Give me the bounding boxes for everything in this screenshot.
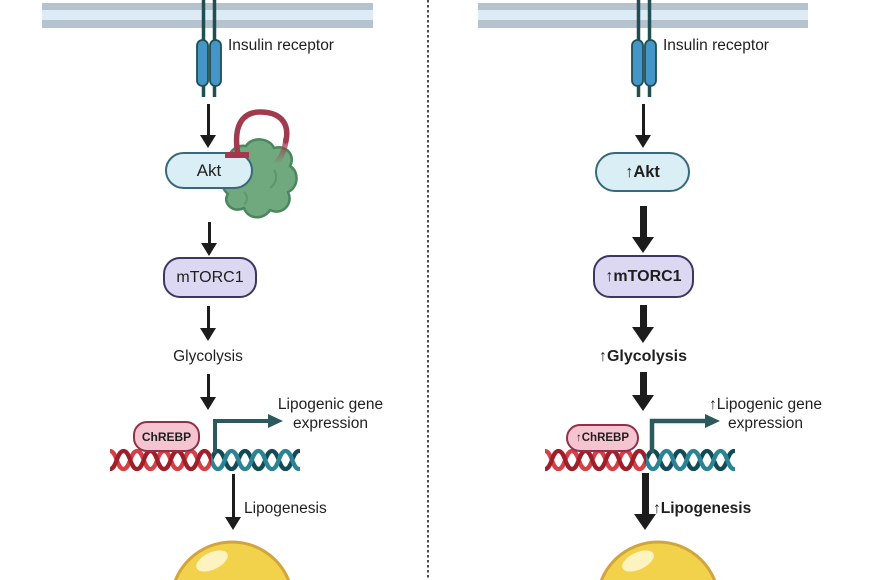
arrow-down-icon	[632, 104, 654, 148]
cell-membrane	[478, 3, 808, 10]
bold-arrow-down-icon	[632, 305, 654, 343]
panel-left-normal-pathway: Insulin receptor Akt CKB mTORC1 Glycolys…	[42, 0, 403, 580]
cell-membrane	[42, 3, 373, 10]
lipogenesis-label: Lipogenesis	[244, 500, 327, 517]
mtorc1-node: mTORC1	[163, 257, 257, 298]
dna-helix-icon	[110, 448, 300, 472]
akt-node-upregulated: ↑Akt	[595, 152, 690, 192]
lipogenic-gene-expression-label-upregulated: ↑Lipogenic gene expression	[693, 395, 838, 433]
arrow-down-icon	[197, 306, 219, 341]
inhibition-loop-icon	[225, 109, 290, 167]
lipogenic-gene-line2: expression	[293, 415, 368, 432]
insulin-receptor-icon	[631, 0, 657, 97]
cell-membrane	[42, 20, 373, 28]
bold-arrow-down-icon	[634, 473, 656, 530]
cell-membrane	[478, 20, 808, 28]
lipogenic-gene-line2: expression	[728, 415, 803, 432]
lipid-droplet-icon	[173, 540, 291, 580]
lipogenesis-label-upregulated: ↑Lipogenesis	[653, 500, 752, 517]
arrow-down-icon	[197, 374, 219, 410]
insulin-receptor-label: Insulin receptor	[663, 37, 769, 54]
glycolysis-label-upregulated: ↑Glycolysis	[598, 348, 688, 365]
dna-helix-icon	[545, 448, 735, 472]
bold-arrow-down-icon	[632, 372, 654, 411]
lipogenic-gene-line1: Lipogenic gene	[277, 396, 384, 413]
transcription-arrow-icon	[649, 414, 720, 453]
insulin-receptor-label: Insulin receptor	[228, 37, 334, 54]
lipogenic-gene-line1: ↑Lipogenic gene	[709, 396, 822, 413]
arrow-down-icon	[197, 104, 219, 148]
panel-divider-dotted-line	[427, 0, 429, 580]
lipid-droplet-icon	[599, 540, 717, 580]
arrow-down-icon	[222, 474, 244, 530]
chrebp-node-upregulated: ↑ChREBP	[566, 424, 639, 452]
arrow-down-icon	[198, 222, 220, 256]
cell-membrane-core	[42, 10, 373, 20]
glycolysis-label: Glycolysis	[173, 348, 243, 365]
cell-membrane-core	[478, 10, 808, 20]
transcription-arrow-icon	[213, 414, 283, 453]
insulin-receptor-icon	[196, 0, 222, 97]
akt-node: Akt	[165, 152, 253, 189]
chrebp-node: ChREBP	[133, 421, 200, 452]
panel-right-upregulated-pathway: Insulin receptor ↑Akt ↑mTORC1 ↑Glycolysi…	[435, 0, 870, 580]
bold-arrow-down-icon	[632, 206, 654, 253]
mtorc1-node-upregulated: ↑mTORC1	[593, 255, 694, 298]
lipogenic-gene-expression-label: Lipogenic gene expression	[258, 395, 403, 433]
